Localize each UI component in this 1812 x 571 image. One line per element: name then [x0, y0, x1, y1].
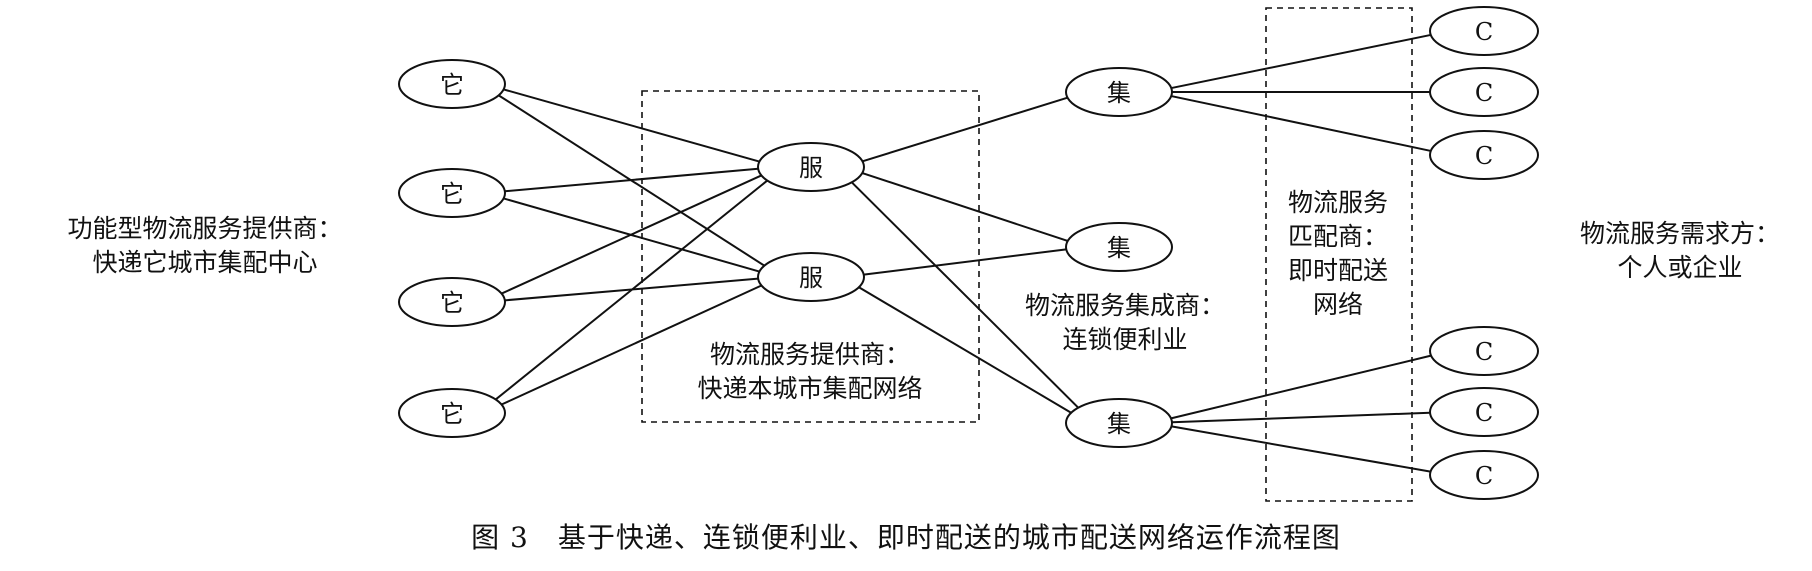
edge-j1-c3	[1171, 95, 1431, 152]
edge-t2-f1	[504, 167, 759, 193]
node-label: C	[1475, 462, 1493, 490]
node-t4: 它	[398, 388, 506, 438]
node-label: 它	[440, 400, 464, 428]
node-label: 服	[799, 154, 823, 182]
node-ellipse	[1429, 387, 1539, 437]
node-f2: 服	[757, 252, 865, 302]
node-ellipse	[1429, 450, 1539, 500]
node-label: C	[1475, 79, 1493, 107]
node-label: C	[1475, 18, 1493, 46]
label-demand-line1: 物流服务需求方：	[1579, 219, 1780, 248]
label-matcher: 物流服务 匹配商： 即时配送 网络	[1268, 186, 1408, 322]
node-ellipse	[757, 142, 865, 192]
node-ellipse	[398, 277, 506, 327]
edge-f2-j2	[863, 248, 1067, 276]
label-functional-provider-line2: 快递它城市集配中心	[92, 248, 318, 277]
label-functional-provider-line1: 功能型物流服务提供商：	[67, 214, 343, 243]
node-label: 集	[1107, 410, 1131, 438]
label-matcher-line3: 即时配送	[1287, 256, 1388, 285]
label-integrator: 物流服务集成商： 连锁便利业	[990, 289, 1260, 357]
figure-caption: 图 3 基于快递、连锁便利业、即时配送的城市配送网络运作流程图	[471, 521, 1341, 554]
label-provider-network-line1: 物流服务提供商：	[709, 340, 910, 369]
node-label: 集	[1107, 234, 1131, 262]
edge-j3-c5	[1171, 411, 1431, 424]
label-demand-line2: 个人或企业	[1617, 253, 1743, 282]
node-label: 它	[440, 289, 464, 317]
edge-j3-c4	[1170, 354, 1432, 420]
label-integrator-line1: 物流服务集成商：	[1024, 291, 1225, 320]
edge-t4-f1	[495, 179, 768, 401]
edge-f1-j1	[862, 96, 1068, 163]
node-label: C	[1475, 142, 1493, 170]
label-matcher-line2: 匹配商：	[1287, 222, 1388, 251]
node-label: C	[1475, 338, 1493, 366]
node-f1: 服	[757, 142, 865, 192]
label-demand: 物流服务需求方： 个人或企业	[1560, 217, 1800, 285]
edge-f2-j3	[858, 286, 1072, 414]
node-ellipse	[1429, 67, 1539, 117]
node-ellipse	[1065, 398, 1173, 448]
label-provider-network-line2: 快递本城市集配网络	[697, 374, 923, 403]
node-ellipse	[1429, 326, 1539, 376]
node-j2: 集	[1065, 222, 1173, 272]
node-t3: 它	[398, 277, 506, 327]
node-j1: 集	[1065, 67, 1173, 117]
node-label: 服	[799, 264, 823, 292]
node-j3: 集	[1065, 398, 1173, 448]
node-ellipse	[1065, 67, 1173, 117]
node-ellipse	[757, 252, 865, 302]
node-t1: 它	[398, 59, 506, 109]
edges-group	[495, 33, 1432, 473]
edge-j1-c1	[1171, 33, 1431, 90]
edge-f1-j3	[851, 181, 1079, 409]
edge-f1-j2	[861, 172, 1069, 242]
node-c6: C	[1429, 450, 1539, 500]
label-functional-provider: 功能型物流服务提供商： 快递它城市集配中心	[40, 212, 370, 280]
node-c5: C	[1429, 387, 1539, 437]
node-c2: C	[1429, 67, 1539, 117]
edge-j3-c6	[1171, 425, 1431, 473]
node-c1: C	[1429, 6, 1539, 56]
node-label: C	[1475, 399, 1493, 427]
dashed-box-provider-network	[641, 90, 980, 423]
node-label: 集	[1107, 79, 1131, 107]
node-t2: 它	[398, 168, 506, 218]
node-ellipse	[398, 388, 506, 438]
node-label: 它	[440, 71, 464, 99]
node-c3: C	[1429, 130, 1539, 180]
edge-t4-f2	[501, 284, 762, 406]
node-c4: C	[1429, 326, 1539, 376]
label-matcher-line1: 物流服务	[1287, 188, 1388, 217]
node-ellipse	[1065, 222, 1173, 272]
edge-t1-f1	[503, 88, 760, 163]
label-provider-network: 物流服务提供商： 快递本城市集配网络	[640, 338, 980, 406]
node-ellipse	[398, 59, 506, 109]
label-matcher-line4: 网络	[1312, 290, 1363, 319]
node-ellipse	[398, 168, 506, 218]
edge-t3-f1	[501, 174, 762, 295]
node-ellipse	[1429, 6, 1539, 56]
node-label: 它	[440, 180, 464, 208]
dashed-boxes-group	[641, 7, 1413, 502]
label-integrator-line2: 连锁便利业	[1062, 325, 1188, 354]
node-ellipse	[1429, 130, 1539, 180]
